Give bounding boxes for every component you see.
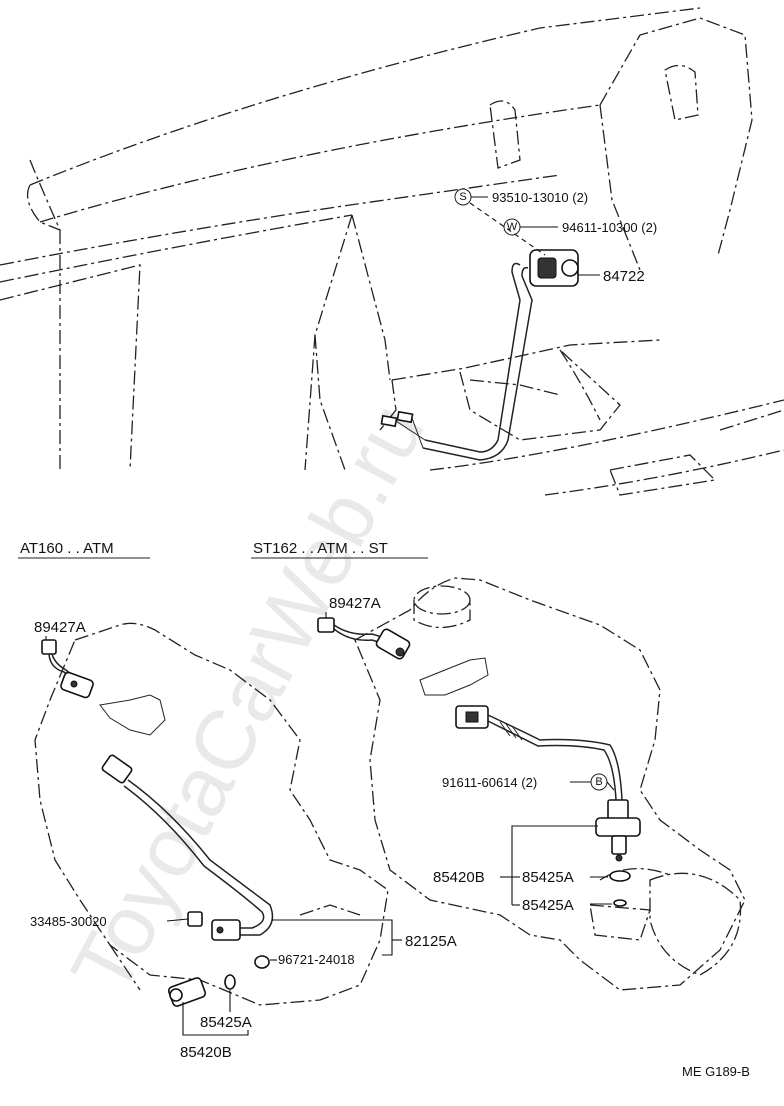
label-right-89427a: 89427A: [329, 595, 381, 612]
label-33485: 33485-30020: [30, 914, 107, 929]
svg-text:ToyotaCarWeb.ru: ToyotaCarWeb.ru: [53, 389, 442, 1009]
left-parts: [41, 639, 274, 1007]
symbol-b: B: [595, 776, 602, 788]
watermark: ToyotaCarWeb.ru: [53, 389, 442, 1009]
section-titles: AT160 . . ATM ST162 . . ATM . . ST: [18, 540, 428, 559]
figure-code: ME G189-B: [682, 1064, 750, 1079]
symbol-s: S: [459, 191, 466, 203]
label-left-85425a: 85425A: [200, 1014, 252, 1031]
label-left-89427a: 89427A: [34, 619, 86, 636]
title-st162: ST162 . . ATM . . ST: [253, 540, 388, 557]
left-engine-outline: [34, 622, 389, 1006]
label-right-85420b: 85420B: [433, 869, 485, 886]
label-left-85420b: 85420B: [180, 1044, 232, 1061]
right-parts: [317, 617, 641, 907]
label-91611: 91611-60614 (2): [442, 775, 537, 790]
label-84722: 84722: [603, 268, 645, 285]
label-93510: 93510-13010 (2): [492, 190, 588, 205]
left-callouts: 89427A 33485-30020 96721-24018 82125A 85…: [30, 619, 457, 1061]
label-right-85425a-1: 85425A: [522, 869, 574, 886]
top-callouts: S 93510-13010 (2) W 94611-10300 (2) 8472…: [454, 188, 657, 285]
symbol-w: W: [507, 221, 518, 233]
dashboard-outline: [0, 7, 784, 496]
right-engine-outline: [354, 577, 746, 991]
title-at160: AT160 . . ATM: [20, 540, 114, 557]
label-96721: 96721-24018: [278, 952, 355, 967]
right-callouts: 89427A 91611-60614 (2) B 85420B 85425A 8…: [325, 595, 615, 914]
label-right-85425a-2: 85425A: [522, 897, 574, 914]
shift-lock-unit: [380, 249, 579, 461]
label-82125a: 82125A: [405, 933, 457, 950]
label-94611: 94611-10300 (2): [562, 220, 657, 235]
